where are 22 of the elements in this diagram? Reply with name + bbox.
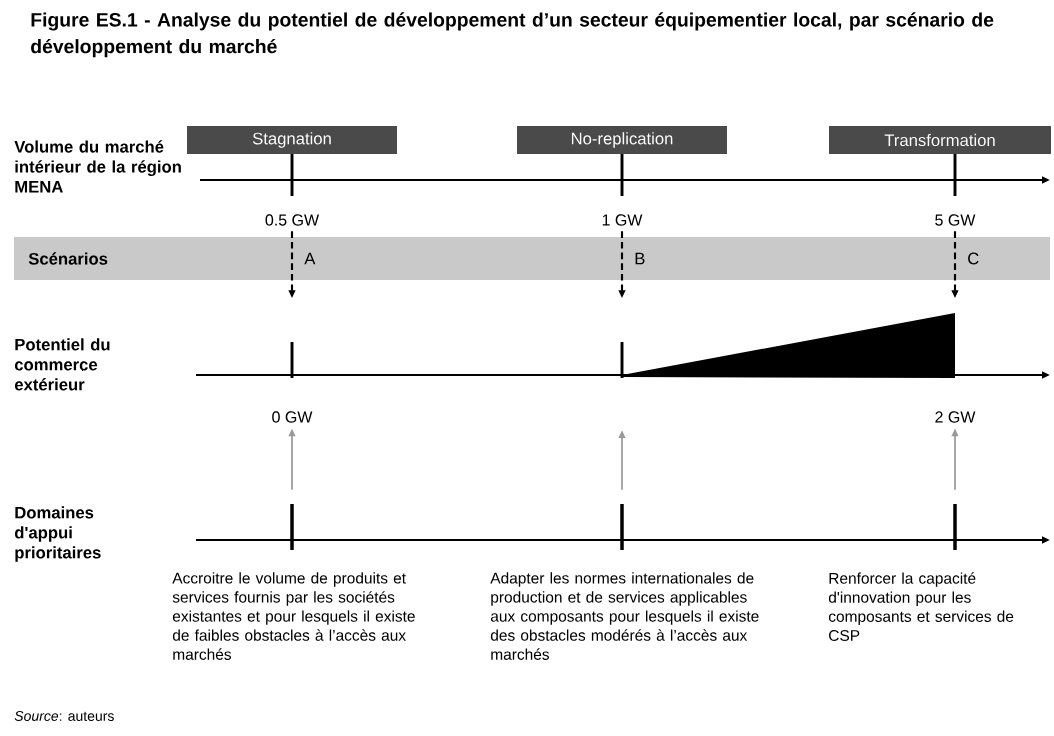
value-label: 1 GW [602, 214, 643, 226]
tick-mark [620, 504, 624, 550]
description-text: Accroitre le volume de produits et services fournis par les sociétés existantes et pour lesquels il existe de faibles obstacles à l’accès aux marchés [172, 572, 415, 660]
value-label: 0 GW [272, 411, 313, 423]
source-note: Source: auteurs [14, 711, 114, 721]
description-text: Renforcer la capacité d'innovation pour les composants et services de CSP [828, 572, 1014, 641]
value-label: 0.5 GW [265, 214, 320, 226]
row-label: Potentiel du commerce extérieur [14, 338, 110, 391]
scenario-box: Transformation [829, 126, 1051, 154]
description-text: Adapter les normes internationales de production et de services applicables aux composants pour lesquels il existe des obstacles modérés à l’accès aux marchés [490, 572, 759, 660]
tick-mark [290, 504, 294, 550]
value-label: 2 GW [935, 411, 976, 423]
tick-mark [953, 504, 957, 550]
scenario-box: Stagnation [187, 126, 397, 154]
scenario-letter: C [968, 252, 979, 265]
value-label: 5 GW [935, 214, 976, 226]
row-label: Domaines d'appui prioritaires [14, 506, 101, 562]
row-label: Volume du marché intérieur de la région MENA [14, 140, 181, 193]
scenario-letter: B [635, 252, 645, 265]
scenario-letter: A [304, 252, 316, 265]
figure-title: Figure ES.1 - Analyse du potentiel de développement d’un secteur équipementier local, par scénario de développement du marché [31, 12, 994, 58]
scenario-box: No-replication [517, 126, 727, 154]
